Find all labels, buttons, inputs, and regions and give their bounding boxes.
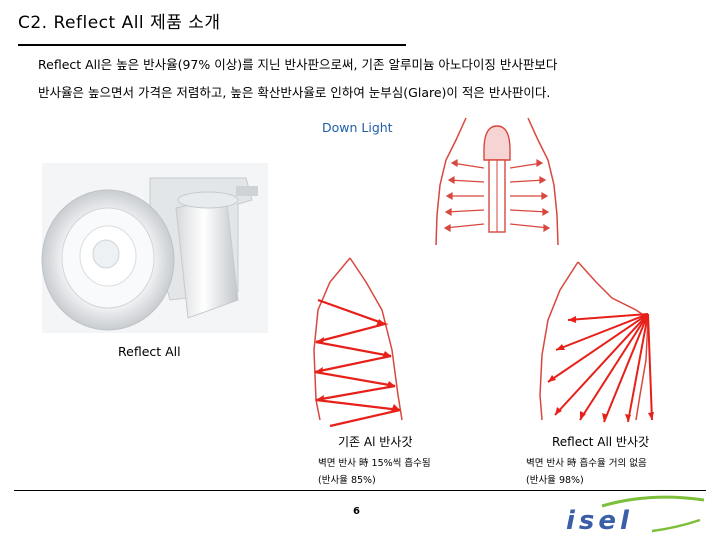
intro-line-1: Reflect All은 높은 반사율(97% 이상)를 지닌 반사판으로써, …	[38, 54, 557, 73]
al-reflector-caption: 기존 Al 반사갓	[338, 433, 412, 450]
reflect-all-note-line-1: 벽면 반사 時 흡수율 거의 없음	[526, 455, 647, 472]
page-number: 6	[353, 506, 360, 517]
al-reflector-note-line-2: (반사율 85%)	[318, 472, 431, 489]
logo-wordmark: isel	[566, 506, 633, 536]
reflect-all-arrowheads	[548, 316, 654, 422]
footer-divider	[14, 490, 706, 491]
lamp-walls	[436, 118, 558, 245]
reflect-all-caption: Reflect All 반사갓	[552, 433, 649, 450]
reflect-all-note-line-2: (반사율 98%)	[526, 472, 647, 489]
al-reflector-rays	[315, 300, 400, 426]
reflect-all-walls	[540, 262, 648, 420]
reflect-all-note: 벽면 반사 時 흡수율 거의 없음 (반사율 98%)	[526, 455, 647, 489]
page-title: C2. Reflect All 제품 소개	[18, 8, 221, 33]
title-divider	[18, 44, 406, 46]
al-reflector-walls	[314, 258, 402, 420]
al-reflector-note: 벽면 반사 時 15%씩 흡수됨 (반사율 85%)	[318, 455, 431, 489]
light-ray-arrows	[445, 160, 549, 231]
lamp-bulb-icon	[484, 126, 510, 232]
al-reflector-note-line-1: 벽면 반사 時 15%씩 흡수됨	[318, 455, 431, 472]
intro-line-2: 반사율은 높으면서 가격은 저렴하고, 높은 확산반사율로 인하여 눈부심(Gl…	[38, 82, 550, 101]
reflect-all-rays	[548, 314, 652, 422]
al-reflector-arrowheads	[315, 319, 400, 411]
down-light-label: Down Light	[322, 120, 393, 135]
product-photo-label: Reflect All	[118, 344, 181, 359]
